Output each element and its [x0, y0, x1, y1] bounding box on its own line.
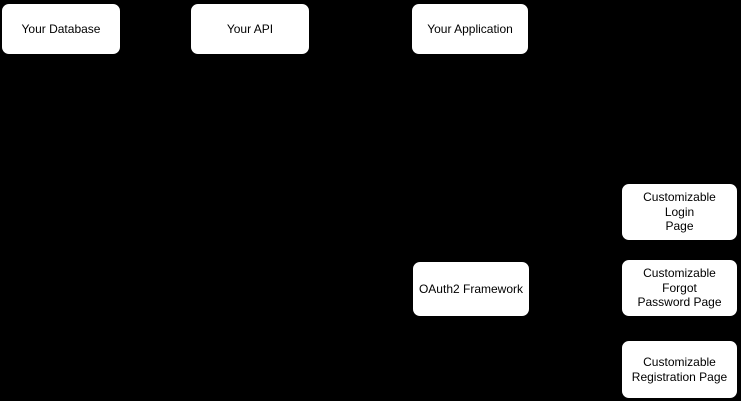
node-label: Your API — [226, 21, 274, 36]
node-label: Your Database — [21, 21, 101, 36]
node-label: OAuth2 Framework — [418, 281, 524, 296]
node-your-database: Your Database — [1, 3, 121, 55]
node-label: Customizable Registration Page — [631, 355, 728, 384]
node-label: Customizable Forgot Password Page — [637, 266, 722, 310]
node-customizable-login-page: Customizable Login Page — [621, 183, 738, 241]
node-label: Your Application — [427, 21, 513, 36]
node-customizable-registration-page: Customizable Registration Page — [621, 340, 738, 399]
node-your-api: Your API — [190, 3, 310, 55]
node-label: Customizable Login Page — [643, 190, 716, 234]
node-your-application: Your Application — [411, 3, 529, 55]
node-oauth2-framework: OAuth2 Framework — [412, 261, 530, 317]
node-customizable-forgot-password-page: Customizable Forgot Password Page — [621, 259, 738, 317]
